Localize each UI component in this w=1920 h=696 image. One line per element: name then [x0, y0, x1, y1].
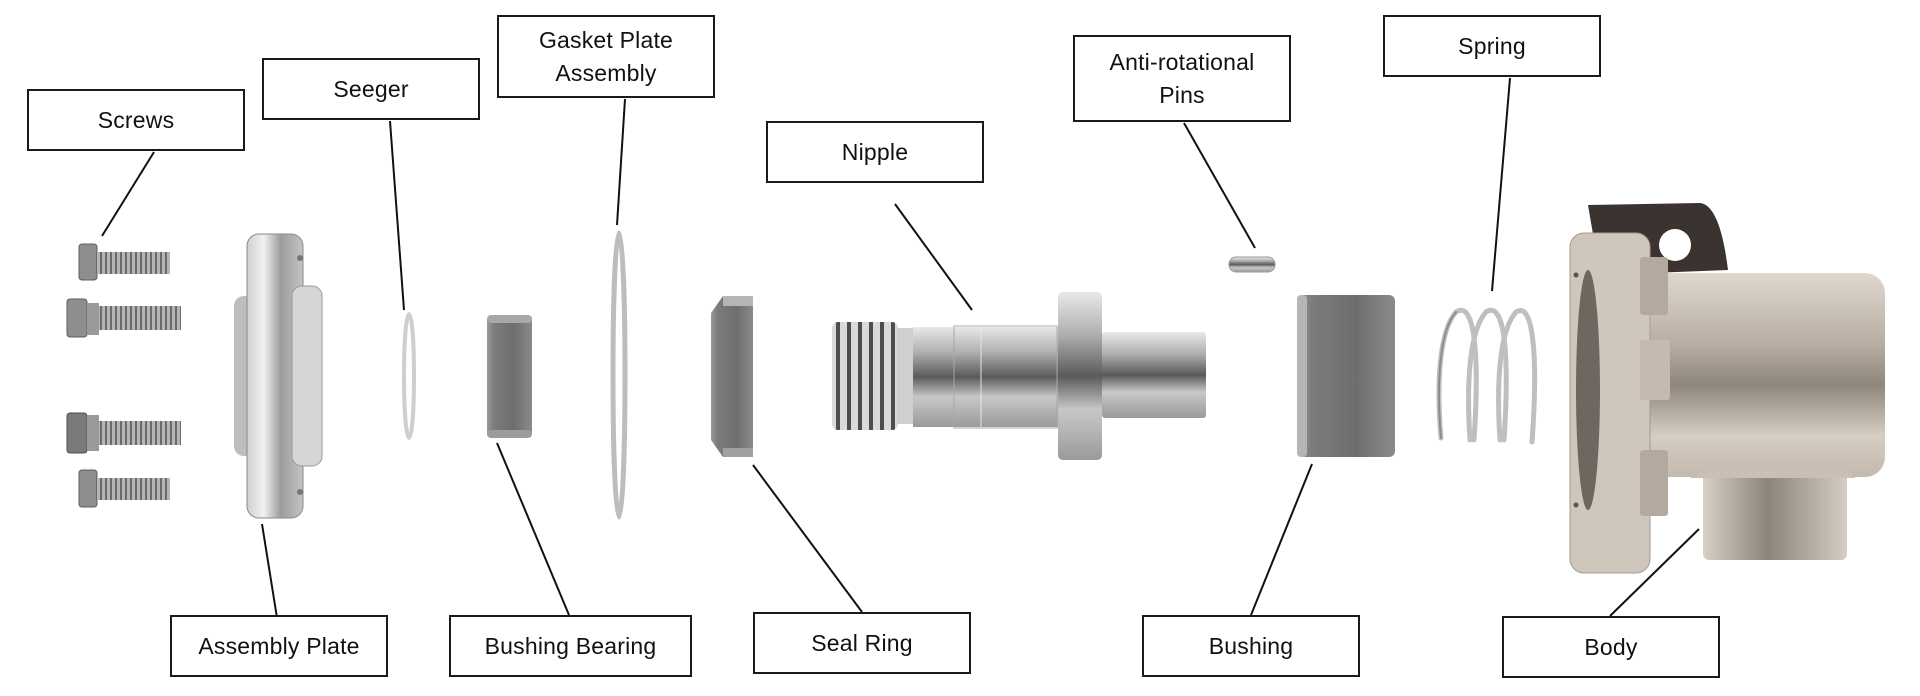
hex-bolt-icon	[66, 298, 181, 338]
valve-body-icon	[1569, 203, 1885, 574]
label-anti-rotational-pins: Anti-rotational Pins	[1073, 35, 1291, 122]
label-text-line2: Assembly	[555, 59, 657, 86]
label-text: Assembly Plate	[198, 632, 360, 659]
label-text: Body	[1584, 633, 1638, 660]
label-text: Screws	[97, 106, 175, 133]
leader-bushing-bearing	[496, 442, 570, 616]
threaded-nipple-icon	[832, 292, 1206, 460]
gasket-icon	[610, 230, 628, 520]
flange-plate-icon	[234, 233, 323, 519]
label-text: Seal Ring	[811, 629, 913, 656]
bushing-icon	[1297, 295, 1395, 457]
label-text: Spring	[1458, 32, 1526, 59]
leader-spring	[1491, 77, 1511, 292]
label-text-line1: Gasket Plate	[538, 26, 674, 53]
pin-icon	[1228, 256, 1276, 273]
coil-spring-icon	[1436, 307, 1538, 445]
label-seal-ring: Seal Ring	[753, 612, 971, 674]
label-text: Seeger	[333, 75, 409, 102]
leader-body	[1609, 528, 1700, 617]
label-gasket-plate-assembly: Gasket Plate Assembly	[497, 15, 715, 98]
label-text-line1: Anti-rotational	[1109, 48, 1255, 75]
leader-gasket-plate	[616, 98, 626, 226]
leader-bushing	[1250, 463, 1313, 616]
leader-lines	[101, 77, 1700, 625]
leader-screws	[101, 151, 155, 237]
bearing-ring-icon	[487, 315, 532, 438]
label-seeger: Seeger	[262, 58, 480, 120]
label-nipple: Nipple	[766, 121, 984, 183]
leader-assembly-plate	[261, 523, 279, 625]
leader-seeger	[389, 120, 405, 311]
seal-ring-icon	[711, 296, 753, 457]
hex-bolt-icon	[66, 412, 181, 454]
leader-nipple	[894, 203, 973, 311]
leader-seal-ring	[752, 464, 863, 613]
screws-group	[66, 243, 181, 508]
label-bushing: Bushing	[1142, 615, 1360, 677]
leader-anti-rotational-pins	[1183, 122, 1256, 249]
label-bushing-bearing: Bushing Bearing	[449, 615, 692, 677]
label-text: Nipple	[841, 138, 909, 165]
hex-bolt-icon	[78, 469, 170, 508]
retaining-ring-icon	[402, 312, 416, 440]
label-assembly-plate: Assembly Plate	[170, 615, 388, 677]
label-text: Bushing Bearing	[484, 632, 657, 659]
label-text: Bushing	[1208, 632, 1294, 659]
label-screws: Screws	[27, 89, 245, 151]
hex-bolt-icon	[78, 243, 170, 281]
label-body: Body	[1502, 616, 1720, 678]
label-text-line2: Pins	[1159, 81, 1205, 108]
label-spring: Spring	[1383, 15, 1601, 77]
